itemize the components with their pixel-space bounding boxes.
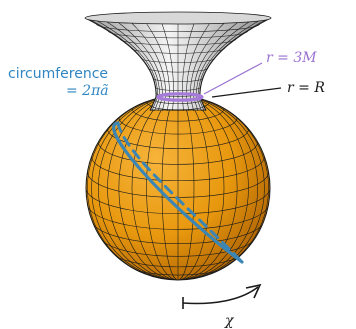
sphere-meridian-line [177,96,238,280]
angle-arrow [182,283,262,309]
circumference-label: circumference [8,66,109,82]
great-circle [112,121,244,264]
sphere-meridian-line [87,96,179,280]
sphere-meridian-line [107,96,179,280]
surface-radius-label: r = R [287,80,325,96]
funnel-meridian-line [86,17,157,112]
exterior-funnel [84,11,272,112]
funnel-rim [84,11,272,25]
great-circle-front [112,121,244,264]
sphere-meridian-line [118,96,179,280]
photon-sphere-label: r = 3M [266,50,317,66]
sphere-meridian-line [177,96,258,280]
great-circle-back [116,121,244,264]
sphere-meridian-line [177,96,249,280]
sphere-meridian-line [177,96,265,280]
sphere-meridian-line [91,96,179,280]
surface-leader [211,87,282,98]
circumference-equation: = 2πã [66,83,109,99]
sphere-meridian-line [98,96,179,280]
sphere-meridian-line [177,96,269,280]
photon-sphere-ring [156,92,204,102]
photon-sphere-leader [203,62,263,95]
funnel-meridian-line [182,17,197,112]
angle-label: χ [225,313,234,329]
